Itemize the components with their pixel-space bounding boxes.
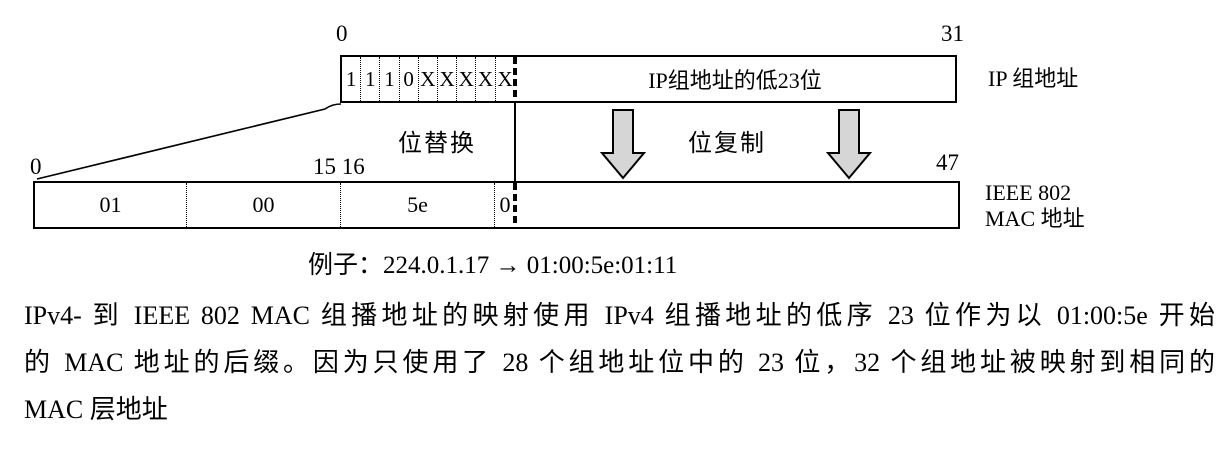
mac-address-box: 01 00 5e 0 xyxy=(33,181,960,229)
paragraph-line-3: MAC 层地址 xyxy=(24,395,168,424)
bit-cell: X xyxy=(476,57,496,101)
bit-copy-label: 位复制 xyxy=(688,131,766,157)
mac-octet-cell: 00 xyxy=(187,183,341,227)
bit-cell: X xyxy=(457,57,477,101)
bit-cell: X xyxy=(438,57,458,101)
bit25-boundary-dashed-line xyxy=(513,183,517,227)
bit-cell: 0 xyxy=(400,57,419,101)
bit-cell: 1 xyxy=(342,57,362,101)
mac-bit15-16-label: 15 16 xyxy=(313,154,365,179)
ip-group-address-box: 1 1 1 0 X X X X X IP组地址的低23位 xyxy=(340,55,957,103)
mac-zero-bit-cell: 0 xyxy=(499,192,511,217)
bit-cell: 1 xyxy=(380,57,400,101)
mac-row-label-line2: MAC 地址 xyxy=(985,206,1085,231)
bit-cell: 1 xyxy=(361,57,381,101)
example-caption: 例子：224.0.1.17 → 01:00:5e:01:11 xyxy=(308,252,678,279)
bit-substitute-label: 位替换 xyxy=(398,131,476,157)
bit-copy-arrow-right xyxy=(825,109,873,180)
ip-bit0-label: 0 xyxy=(336,21,348,46)
bit-cell: X xyxy=(419,57,438,101)
mac-row-label: IEEE 802 MAC 地址 xyxy=(985,180,1085,232)
ip-bit31-label: 31 xyxy=(941,21,964,46)
mac-bit47-label: 47 xyxy=(936,150,959,175)
body-paragraph: IPv4- 到 IEEE 802 MAC 组播地址的映射使用 IPv4 组播地址… xyxy=(24,292,1215,433)
paragraph-line-2: 的 MAC 地址的后缀。因为只使用了 28 个组地址位中的 23 位，32 个组… xyxy=(24,348,1215,377)
ip-row-label: IP 组地址 xyxy=(988,66,1079,91)
fanout-diagonal-line xyxy=(36,103,342,180)
bit-copy-arrow-left xyxy=(599,109,647,180)
mac-octet-cell: 01 xyxy=(35,183,187,227)
mac-row-label-line1: IEEE 802 xyxy=(985,180,1072,205)
mac-bit0-label: 0 xyxy=(30,154,42,179)
mac-octet-cell: 5e xyxy=(341,183,495,227)
ip-low23-field-label: IP组地址的低23位 xyxy=(648,68,822,93)
bit-boundary-vertical-line xyxy=(514,103,516,182)
bit-cell: X xyxy=(497,66,513,91)
mac-suffix-empty-cell xyxy=(515,183,958,227)
bit9-boundary-dashed-line xyxy=(513,57,517,101)
paragraph-line-1: IPv4- 到 IEEE 802 MAC 组播地址的映射使用 IPv4 组播地址… xyxy=(24,301,1215,330)
